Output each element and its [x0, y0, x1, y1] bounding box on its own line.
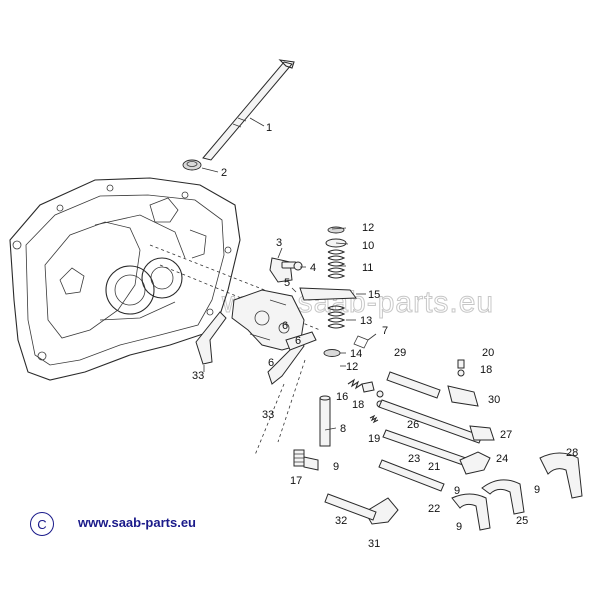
part-label: 4 [310, 262, 316, 274]
part-label: 15 [368, 289, 380, 301]
shift-rod [202, 59, 295, 161]
part-label: 26 [407, 419, 419, 431]
part-label: 6 [268, 357, 274, 369]
bracket-33 [195, 311, 306, 456]
part-label: 9 [456, 521, 462, 533]
part-label: 32 [335, 515, 347, 527]
part-label: 9 [534, 484, 540, 496]
part-label: 20 [482, 347, 494, 359]
part-label: 9 [454, 485, 460, 497]
part-label: 24 [496, 453, 508, 465]
part-label: 18 [480, 364, 492, 376]
pin-8 [319, 395, 331, 447]
part-label: 9 [333, 461, 339, 473]
lever-6 [285, 331, 317, 351]
dog-30 [447, 385, 479, 407]
selector-rods [378, 371, 483, 492]
shift-fork-28 [539, 452, 583, 499]
part-label: 19 [368, 433, 380, 445]
part-label: 21 [428, 461, 440, 473]
part-label: 5 [284, 277, 290, 289]
footer-website-link[interactable]: www.saab-parts.eu [78, 515, 196, 530]
part-label: 2 [221, 167, 227, 179]
part-label: 25 [516, 515, 528, 527]
copyright-symbol: C [30, 512, 54, 536]
part-label: 18 [352, 399, 364, 411]
gearbox-housing [9, 177, 321, 381]
part-label: 27 [500, 429, 512, 441]
shift-fork-22 [451, 493, 491, 531]
dog-27 [469, 425, 495, 441]
shift-fork-25 [481, 479, 525, 515]
part-label: 12 [362, 222, 374, 234]
part-label: 28 [566, 447, 578, 459]
part-label: 23 [408, 453, 420, 465]
part-label: 6 [282, 320, 288, 332]
part-labels: 1 2 3 4 5 6 6 6 7 8 9 9 9 9 10 11 12 12 … [192, 122, 578, 550]
part-label: 16 [336, 391, 348, 403]
shift-fork-24 [459, 451, 491, 475]
part-label: 13 [360, 315, 372, 327]
part-label: 17 [290, 475, 302, 487]
part-label: 11 [362, 262, 373, 274]
part-label: 6 [295, 335, 301, 347]
selector-housing [231, 257, 305, 351]
rod-seal [182, 159, 202, 171]
spring-stack [299, 226, 375, 393]
bolt-4 [281, 261, 303, 271]
rod-32 [324, 493, 377, 521]
part-label: 1 [266, 122, 272, 134]
part-label: 31 [368, 538, 380, 550]
part-label: 7 [382, 325, 388, 337]
part-label: 29 [394, 347, 406, 359]
part-label: 12 [346, 361, 358, 373]
bolt-17 [293, 449, 319, 471]
part-label: 8 [340, 423, 346, 435]
part-label: 22 [428, 503, 440, 515]
part-label: 10 [362, 240, 374, 252]
part-label: 14 [350, 348, 362, 360]
part-label: 3 [276, 237, 282, 249]
part-label: 33 [262, 409, 274, 421]
part-label: 33 [192, 370, 204, 382]
leader-lines [201, 117, 377, 431]
part-label: 30 [488, 394, 500, 406]
